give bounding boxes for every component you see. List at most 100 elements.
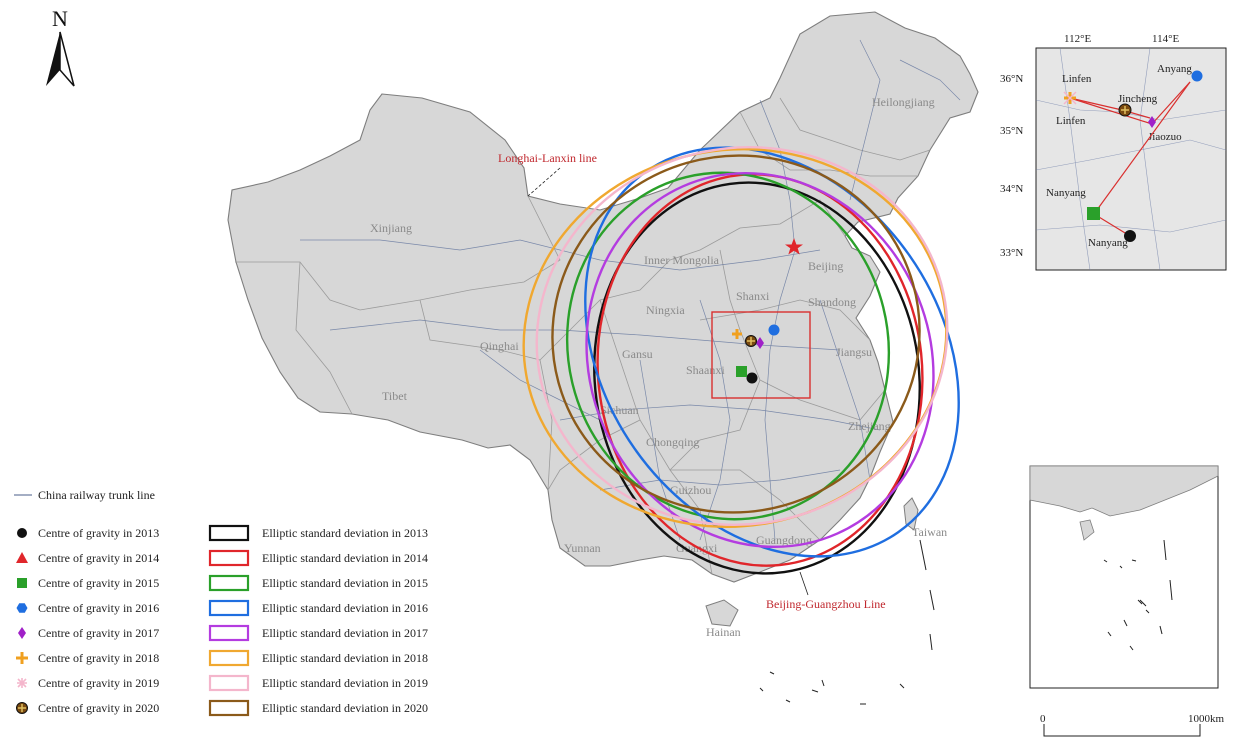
label-beijing: Beijing [808,259,843,273]
inset-lon-114: 114°E [1152,33,1179,45]
centre-2018-marker [732,329,742,339]
legend-ellipse-2020-swatch [208,699,250,717]
label-inner-mongolia: Inner Mongolia [644,253,720,267]
line-labels: Longhai-Lanxin line Beijing-Guangzhou Li… [498,151,886,611]
label-shanxi: Shanxi [736,289,770,303]
legend-ellipse-2014-label: Elliptic standard deviation in 2014 [262,551,428,565]
legend-ellipse-2014-swatch [208,549,250,567]
centre-2016-marker [768,324,780,336]
ellipse-2019 [535,145,949,527]
legend-ellipse-2019-label: Elliptic standard deviation in 2019 [262,676,428,690]
legend-centre-2019-icon [17,678,27,688]
legend-ellipse-2013-label: Elliptic standard deviation in 2013 [262,526,428,540]
inset-centre-2013 [1124,230,1136,242]
inset-lat-34: 34°N [1000,183,1023,195]
legend-railway-label: China railway trunk line [38,488,155,502]
inset-city-nanyang-2: Nanyang [1088,237,1128,249]
centre-2013-marker [746,372,758,384]
inset-city-linfen-2: Linfen [1056,115,1086,127]
ellipse-2015 [565,171,891,521]
inset-centre-2016 [1191,70,1203,82]
inset-city-linfen-1: Linfen [1062,73,1092,85]
legend-ellipse-2020-label: Elliptic standard deviation in 2020 [262,701,428,715]
label-tibet: Tibet [382,389,408,403]
legend-centre-2016-icon [16,603,28,613]
hainan-island [705,599,739,627]
inset-lat-33: 33°N [1000,247,1023,259]
label-guangdong: Guangdong [756,533,812,547]
legend-ellipse-2015-label: Elliptic standard deviation in 2015 [262,576,428,590]
inset-lat-36: 36°N [1000,73,1023,85]
south-sea-islands [759,539,935,705]
north-label: N [52,6,68,31]
inset-south-sea [1029,465,1219,689]
legend-centre-2014-icon [16,552,28,563]
legend-centre-2018-label: Centre of gravity in 2018 [38,651,159,665]
label-yunnan: Yunnan [564,541,601,555]
ellipse-2020 [551,154,921,514]
label-ningxia: Ningxia [646,303,685,317]
inset-city-jincheng: Jincheng [1118,93,1158,105]
legend-centre-2015-icon [17,578,27,588]
legend-centre-2020-icon [16,702,28,714]
label-qinghai: Qinghai [480,339,519,353]
legend-ellipse-2015-swatch [208,574,250,592]
legend-centre-2017-icon [18,627,26,639]
label-xinjiang: Xinjiang [370,221,412,235]
longhai-line-label: Longhai-Lanxin line [498,151,597,165]
legend-centre-2016-label: Centre of gravity in 2016 [38,601,159,615]
legend-centre-2019-label: Centre of gravity in 2019 [38,676,159,690]
study-area-box [711,311,811,399]
ellipse-2014 [596,173,924,567]
label-zhejiang: Zhejiang [848,419,891,433]
beijing-star-icon [785,238,803,255]
label-hainan: Hainan [706,625,741,639]
centre-2017-marker [756,337,764,349]
label-shaanxi: Shaanxi [686,363,725,377]
inset-city-nanyang-1: Nanyang [1046,187,1086,199]
legend-centre-2014-label: Centre of gravity in 2014 [38,551,159,565]
legend-ellipse-2016-label: Elliptic standard deviation in 2016 [262,601,428,615]
legend-centre-2020-label: Centre of gravity in 2020 [38,701,159,715]
label-jiangsu: Jiangsu [836,345,872,359]
inset-lon-112: 112°E [1064,33,1091,45]
label-taiwan: Taiwan [912,525,947,539]
legend-centre-2018-icon [16,652,28,664]
legend-ellipse-2016-swatch [208,599,250,617]
scale-end: 1000km [1188,713,1225,725]
beijing-guangzhou-line-label: Beijing-Guangzhou Line [766,597,886,611]
legend-ellipse-2018-swatch [208,649,250,667]
province-labels: Xinjiang Tibet Qinghai Inner Mongolia He… [370,95,947,639]
inset-city-anyang: Anyang [1157,63,1192,75]
label-heilongjiang: Heilongjiang [872,95,935,109]
legend-ellipse-2017-swatch [208,624,250,642]
centre-2015-marker [736,366,747,377]
north-arrow-left-icon [46,32,60,86]
scale-start: 0 [1040,713,1046,725]
label-gansu: Gansu [622,347,653,361]
label-sichuan: Sichuan [600,403,639,417]
legend-centre-2017-label: Centre of gravity in 2017 [38,626,159,640]
label-chongqing: Chongqing [646,435,699,449]
north-arrow: N [46,6,75,87]
legend-centre-2015-label: Centre of gravity in 2015 [38,576,159,590]
inset-centre-2015 [1087,207,1100,220]
legend-centre-2013-label: Centre of gravity in 2013 [38,526,159,540]
ellipse-layer [522,145,960,575]
inset-centre-2019 [1063,91,1077,105]
main-centres [732,324,780,384]
legend-ellipse-2018-label: Elliptic standard deviation in 2018 [262,651,428,665]
legend-centre-2013-icon [17,528,27,538]
label-guizhou: Guizhou [670,483,711,497]
inset-city-jiaozuo: Jiaozuo [1148,131,1182,143]
inset-zoom: 112°E 114°E 36°N 35°N 34°N 33°N Anyang L… [1000,33,1227,271]
legend: China railway trunk line Centre of gravi… [14,488,428,717]
inset-lat-35: 35°N [1000,125,1023,137]
taiwan-island [903,497,919,531]
inset-centre-2017 [1148,116,1156,128]
mainland-outline [227,11,979,583]
north-arrow-right-icon [59,31,75,87]
legend-ellipse-2013-swatch [208,524,250,542]
label-shandong: Shandong [808,295,856,309]
